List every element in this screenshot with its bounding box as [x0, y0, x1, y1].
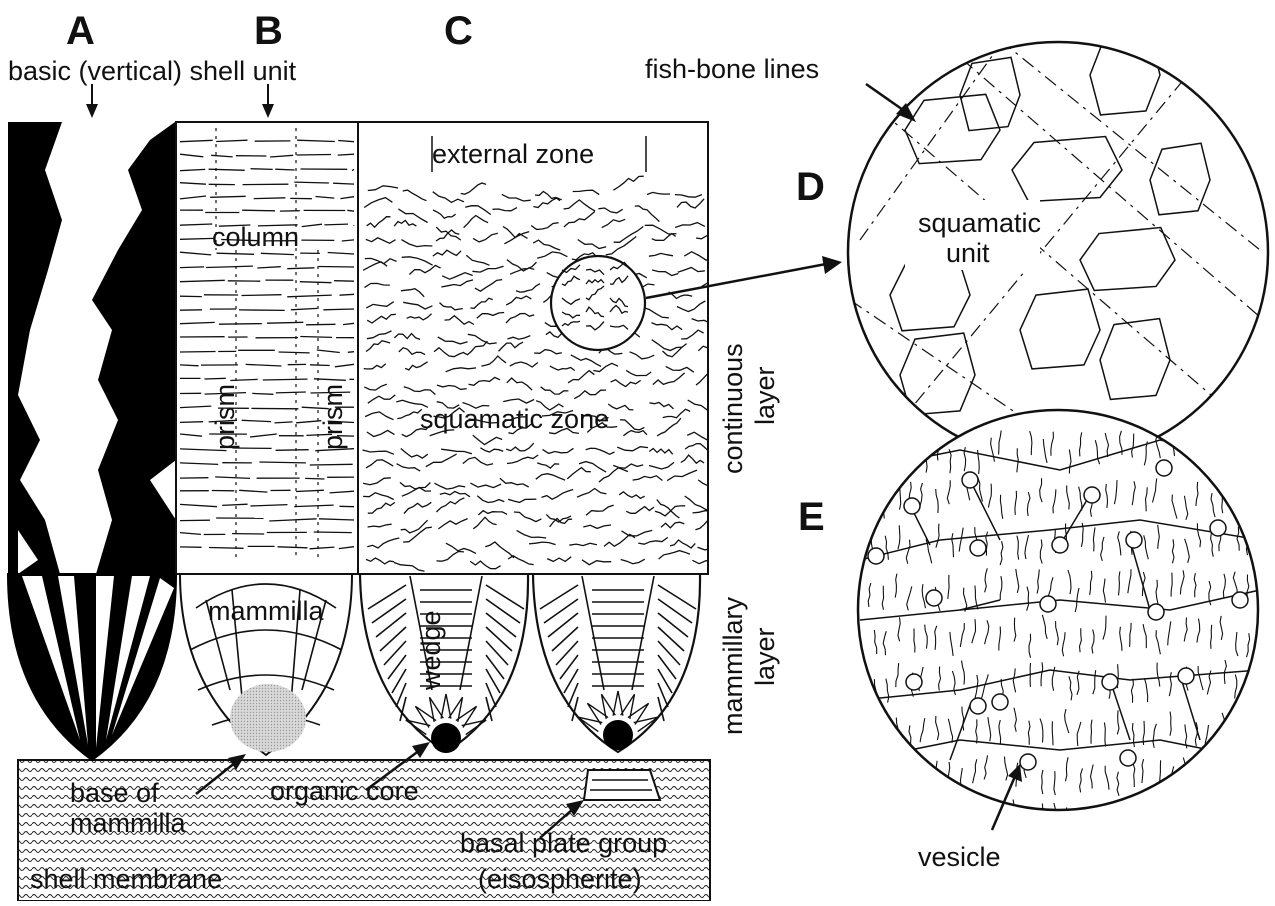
- arrow-basic-a: [86, 84, 98, 118]
- label-continuous-layer: layer: [750, 366, 780, 425]
- panel-label-b: B: [254, 9, 283, 53]
- label-fish-bone-lines: fish-bone lines: [645, 54, 819, 84]
- label-squamatic-unit: unit: [946, 238, 990, 268]
- panel-label-e: E: [798, 495, 825, 539]
- label-base-of: base of: [70, 778, 159, 808]
- label-organic-core: organic core: [270, 776, 419, 806]
- label-prism-right: prism: [318, 384, 348, 450]
- label-basic-shell-unit: basic (vertical) shell unit: [8, 56, 297, 86]
- column-c-squamatic: [358, 122, 730, 574]
- label-mammillary: mammillary: [718, 597, 748, 735]
- circle-d-squamatic-detail: [848, 33, 1275, 470]
- circle-e-vesicle-detail: [858, 410, 1260, 841]
- arrow-basic-b: [262, 84, 274, 118]
- panel-label-a: A: [66, 9, 95, 53]
- arrow-to-circle-d: [646, 256, 842, 298]
- label-external-zone: external zone: [432, 139, 594, 169]
- column-a-basic-unit: [8, 122, 176, 760]
- panel-label-d: D: [796, 165, 825, 209]
- label-mammillary-layer: layer: [750, 627, 780, 686]
- label-wedge: wedge: [416, 610, 446, 691]
- label-basal-plate-group: basal plate group: [460, 828, 667, 858]
- label-shell-membrane: shell membrane: [30, 864, 222, 894]
- panel-label-c: C: [444, 9, 473, 53]
- label-base-mammilla: mammilla: [70, 808, 186, 838]
- label-continuous: continuous: [718, 343, 748, 474]
- label-prism-left: prism: [210, 384, 240, 450]
- label-vesicle: vesicle: [918, 842, 1001, 872]
- label-squamatic-zone: squamatic zone: [420, 404, 609, 434]
- label-eisospherite: (eisospherite): [478, 864, 642, 894]
- label-column: column: [212, 222, 299, 252]
- label-squamatic: squamatic: [918, 208, 1041, 238]
- label-mammilla: mammilla: [208, 596, 324, 626]
